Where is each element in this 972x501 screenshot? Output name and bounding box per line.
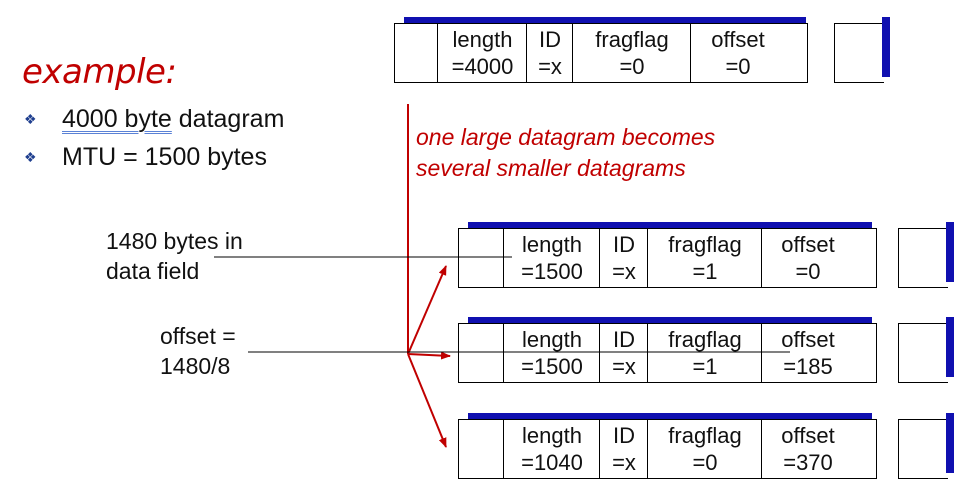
field-label: fragflag [668,327,742,352]
field-value: =x [612,450,636,475]
data-field-annotation: 1480 bytes in data field [106,226,243,286]
field-label: fragflag [668,423,742,448]
field-label: fragflag [668,232,742,257]
packet-data-cell [784,23,808,83]
offset-field: offset =0 [761,228,855,288]
packet-tail-cell [834,23,884,83]
bullet-item-datagram: ❖ 4000 byte datagram [24,100,284,138]
packet-tail-shadow [946,413,954,473]
field-value: =4000 [451,54,514,79]
fragflag-field: fragflag =1 [647,323,763,383]
field-value: =x [612,354,636,379]
offset-field: offset =0 [690,23,786,83]
arrow-to-fragment-1 [407,265,447,355]
length-field: length =1040 [503,419,601,479]
offset-field: offset =370 [761,419,855,479]
fragflag-field: fragflag =0 [647,419,763,479]
id-field: ID =x [599,228,649,288]
field-value: =x [538,54,562,79]
arrow-to-fragment-2 [407,351,451,360]
field-value: =x [612,259,636,284]
length-field: length =1500 [503,228,601,288]
diamond-bullet-icon: ❖ [24,148,37,165]
packet-tail-cell [898,323,948,383]
field-value: =1040 [521,450,583,475]
id-field: ID =x [526,23,574,83]
bullet-text: 4000 byte datagram [62,105,284,134]
packet-data-cell [853,228,877,288]
arrow-to-fragment-3 [407,353,447,448]
field-label: length [452,27,513,52]
packet-tail-shadow [882,17,890,77]
original-datagram: length =4000 ID =x fragflag =0 offset =0 [394,17,894,83]
bullet-rest-text: datagram [171,104,285,133]
field-label: ID [613,232,635,257]
field-value: =1500 [521,354,583,379]
length-field: length =4000 [437,23,528,83]
fragmentation-note: one large datagram becomes several small… [416,122,715,184]
field-label: ID [539,27,561,52]
packet-top-bar [468,317,872,323]
annotation-line: 1480 bytes in [106,228,243,254]
fragflag-field: fragflag =1 [647,228,763,288]
length-field: length =1500 [503,323,601,383]
bullet-item-mtu: ❖ MTU = 1500 bytes [24,138,284,176]
fragment-1: length =1500 ID =x fragflag =1 offset =0 [458,222,958,288]
packet-data-cell [853,419,877,479]
packet-tail-shadow [946,222,954,282]
fragment-2: length =1500 ID =x fragflag =1 offset =1… [458,317,958,383]
bullet-underlined-text: 4000 byte [62,104,172,133]
annotation-line: data field [106,258,200,284]
note-line: one large datagram becomes [416,124,716,150]
diamond-bullet-icon: ❖ [24,110,37,127]
field-label: fragflag [595,27,669,52]
offset-field: offset =185 [761,323,855,383]
field-value: =1 [692,354,718,379]
id-field: ID =x [599,323,649,383]
field-value: =0 [725,54,751,79]
note-line: several smaller datagrams [416,155,686,181]
field-label: offset [781,423,835,448]
fragment-3: length =1040 ID =x fragflag =0 offset =3… [458,413,958,479]
annotation-line: 1480/8 [160,353,231,379]
field-value: =1500 [521,259,583,284]
field-label: length [522,232,582,257]
packet-top-bar [404,17,806,23]
fragflag-field: fragflag =0 [572,23,692,83]
field-label: ID [613,327,635,352]
packet-tail-shadow [946,317,954,377]
packet-data-cell [853,323,877,383]
id-field: ID =x [599,419,649,479]
field-label: offset [781,327,835,352]
field-label: length [522,327,582,352]
field-value: =185 [783,354,833,379]
field-label: ID [613,423,635,448]
field-label: offset [781,232,835,257]
example-title: example: [22,52,177,92]
bullet-text: MTU = 1500 bytes [62,142,267,171]
packet-top-bar [468,222,872,228]
offset-annotation: offset = 1480/8 [160,321,236,381]
packet-top-bar [468,413,872,419]
field-value: =0 [795,259,821,284]
field-value: =0 [692,450,718,475]
field-label: offset [711,27,765,52]
field-value: =1 [692,259,718,284]
annotation-line: offset = [160,323,236,349]
field-value: =370 [783,450,833,475]
field-label: length [522,423,582,448]
packet-tail-cell [898,228,948,288]
field-value: =0 [619,54,645,79]
packet-tail-cell [898,419,948,479]
bullet-list: ❖ 4000 byte datagram ❖ MTU = 1500 bytes [24,100,284,176]
